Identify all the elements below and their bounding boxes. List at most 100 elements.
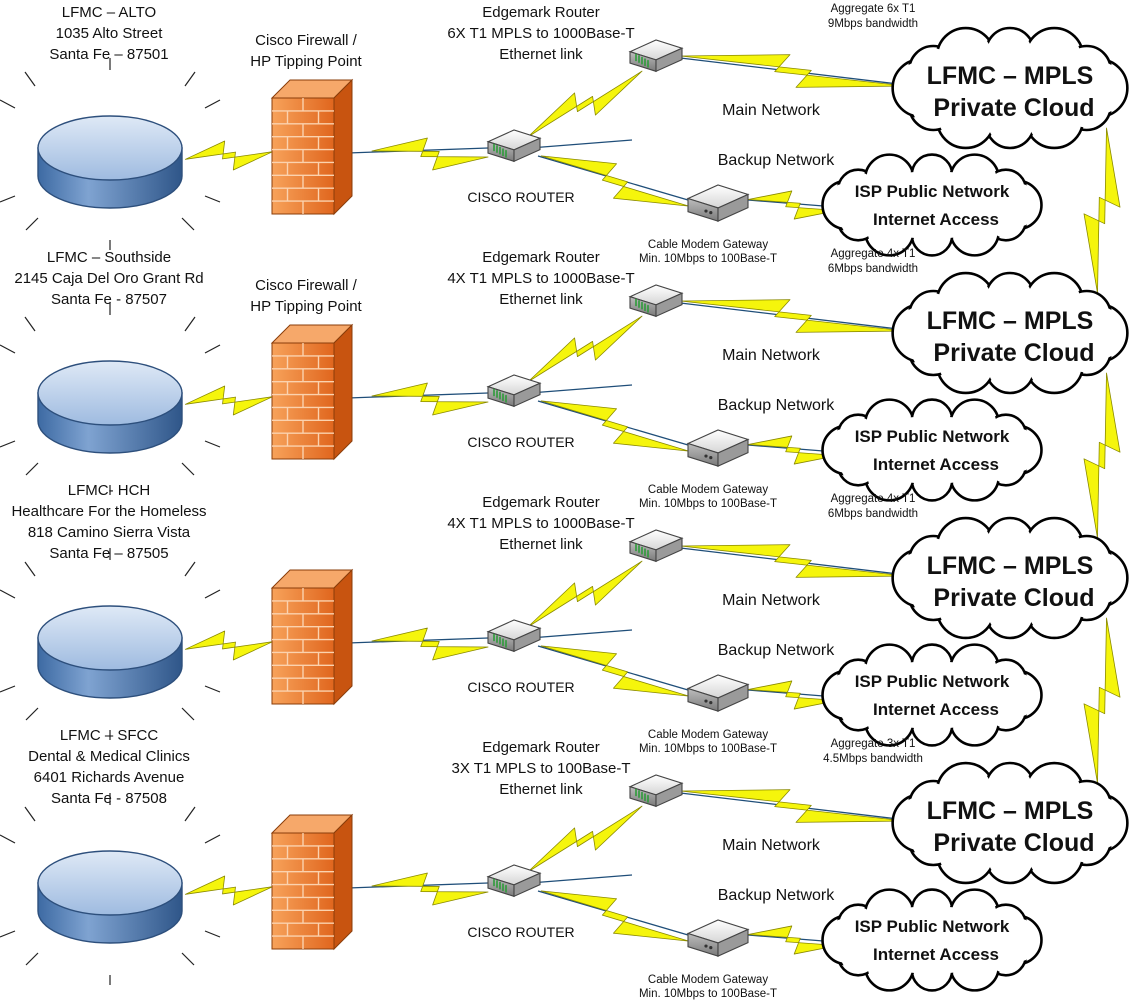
site-row: LFMC – Southside 2145 Caja Del Oro Grant … xyxy=(0,248,1129,510)
mpls-cloud-icon[interactable] xyxy=(891,516,1129,640)
site-disk-icon[interactable] xyxy=(0,58,221,250)
modem-caption: Cable Modem Gateway xyxy=(648,974,768,986)
mpls-cloud-title: LFMC – MPLS xyxy=(927,797,1094,825)
lightning-link-icon xyxy=(679,54,907,88)
mpls-cloud-subtitle: Private Cloud xyxy=(933,584,1094,612)
edge-router-caption: Ethernet link xyxy=(499,536,583,553)
edge-router-caption: Ethernet link xyxy=(499,291,583,308)
site-address-line: Santa Fe - 87508 xyxy=(51,790,167,807)
cisco-router-label: CISCO ROUTER xyxy=(467,189,574,205)
site-name: LFMC – ALTO xyxy=(62,4,156,21)
isp-cloud-title: ISP Public Network xyxy=(855,672,1010,691)
edge-router-caption: Edgemark Router xyxy=(482,249,600,266)
site-address-line: 6401 Richards Avenue xyxy=(34,769,185,786)
main-network-label: Main Network xyxy=(722,347,821,364)
cisco-router-label: CISCO ROUTER xyxy=(467,679,574,695)
link-edge-to-core xyxy=(529,139,633,149)
isp-cloud-subtitle: Internet Access xyxy=(873,945,999,964)
modem-caption: Cable Modem Gateway xyxy=(648,729,768,741)
site-address-line: Dental & Medical Clinics xyxy=(28,748,190,765)
backup-network-label: Backup Network xyxy=(718,397,835,414)
site-address-line: Santa Fe - 87507 xyxy=(51,291,167,308)
mpls-cloud-subtitle: Private Cloud xyxy=(933,829,1094,857)
cable-modem-icon[interactable] xyxy=(686,184,750,223)
edge-router-icon[interactable] xyxy=(628,39,684,73)
link-edge-to-core xyxy=(529,384,633,394)
lightning-link-icon xyxy=(527,70,643,138)
cable-modem-icon[interactable] xyxy=(686,674,750,713)
lightning-link-icon xyxy=(527,315,643,383)
site-address-line: 818 Camino Sierra Vista xyxy=(28,524,191,541)
mpls-cloud-subtitle: Private Cloud xyxy=(933,339,1094,367)
isp-cloud-title: ISP Public Network xyxy=(855,917,1010,936)
isp-cloud-icon[interactable] xyxy=(821,153,1043,257)
aggregate-caption: Aggregate 3x T1 xyxy=(831,738,916,750)
lightning-link-icon xyxy=(679,544,907,578)
edge-router-caption: Edgemark Router xyxy=(482,494,600,511)
site-name: LFMC – SFCC xyxy=(60,727,159,744)
aggregate-caption: 6Mbps bandwidth xyxy=(828,508,918,520)
site-address-line: 2145 Caja Del Oro Grant Rd xyxy=(14,270,203,287)
edge-router-icon[interactable] xyxy=(628,284,684,318)
cable-modem-icon[interactable] xyxy=(686,919,750,958)
mpls-cloud-title: LFMC – MPLS xyxy=(927,307,1094,335)
lightning-link-icon xyxy=(1083,127,1121,294)
site-address-line: 1035 Alto Street xyxy=(56,25,164,42)
firewall-icon[interactable] xyxy=(270,568,354,706)
modem-caption: Cable Modem Gateway xyxy=(648,239,768,251)
cisco-router-icon[interactable] xyxy=(486,129,542,163)
isp-cloud-subtitle: Internet Access xyxy=(873,455,999,474)
wan-links xyxy=(1083,127,1121,784)
cisco-router-icon[interactable] xyxy=(486,864,542,898)
cisco-router-icon[interactable] xyxy=(486,619,542,653)
lightning-link-icon xyxy=(371,382,489,416)
link-edge-to-core xyxy=(529,629,633,639)
edge-router-caption: 3X T1 MPLS to 100Base-T xyxy=(452,760,631,777)
edge-router-caption: 6X T1 MPLS to 1000Base-T xyxy=(447,25,634,42)
edge-router-icon[interactable] xyxy=(628,529,684,563)
edge-router-caption: Edgemark Router xyxy=(482,4,600,21)
mpls-cloud-icon[interactable] xyxy=(891,271,1129,395)
isp-cloud-icon[interactable] xyxy=(821,398,1043,502)
cisco-router-label: CISCO ROUTER xyxy=(467,924,574,940)
backup-network-label: Backup Network xyxy=(718,887,835,904)
site-disk-icon[interactable] xyxy=(0,548,221,740)
site-disk-icon[interactable] xyxy=(0,793,221,985)
firewall-caption: Cisco Firewall / xyxy=(255,32,358,49)
firewall-icon[interactable] xyxy=(270,813,354,951)
firewall-caption: HP Tipping Point xyxy=(250,53,362,70)
aggregate-caption: Aggregate 6x T1 xyxy=(831,3,916,15)
mpls-cloud-subtitle: Private Cloud xyxy=(933,94,1094,122)
lightning-link-icon xyxy=(184,875,274,906)
lightning-link-icon xyxy=(1083,617,1121,784)
lightning-link-icon xyxy=(527,560,643,628)
edge-router-caption: Edgemark Router xyxy=(482,739,600,756)
modem-caption: Min. 10Mbps to 100Base-T xyxy=(639,988,777,1000)
aggregate-caption: Aggregate 4x T1 xyxy=(831,493,916,505)
mpls-cloud-title: LFMC – MPLS xyxy=(927,552,1094,580)
aggregate-caption: 4.5Mbps bandwidth xyxy=(823,753,923,765)
cable-modem-icon[interactable] xyxy=(686,429,750,468)
lightning-link-icon xyxy=(527,805,643,873)
lightning-link-icon xyxy=(184,630,274,661)
aggregate-caption: Aggregate 4x T1 xyxy=(831,248,916,260)
site-name: LFMC – Southside xyxy=(47,249,171,266)
isp-cloud-icon[interactable] xyxy=(821,888,1043,992)
isp-cloud-icon[interactable] xyxy=(821,643,1043,747)
lightning-link-icon xyxy=(679,299,907,333)
site-disk-icon[interactable] xyxy=(0,303,221,495)
edge-router-caption: Ethernet link xyxy=(499,781,583,798)
edge-router-icon[interactable] xyxy=(628,774,684,808)
site-address-line: Healthcare For the Homeless xyxy=(11,503,206,520)
mpls-cloud-icon[interactable] xyxy=(891,761,1129,885)
firewall-icon[interactable] xyxy=(270,78,354,216)
firewall-icon[interactable] xyxy=(270,323,354,461)
isp-cloud-subtitle: Internet Access xyxy=(873,210,999,229)
cisco-router-icon[interactable] xyxy=(486,374,542,408)
lightning-link-icon xyxy=(371,872,489,906)
main-network-label: Main Network xyxy=(722,102,821,119)
mpls-cloud-icon[interactable] xyxy=(891,26,1129,150)
lightning-link-icon xyxy=(184,385,274,416)
